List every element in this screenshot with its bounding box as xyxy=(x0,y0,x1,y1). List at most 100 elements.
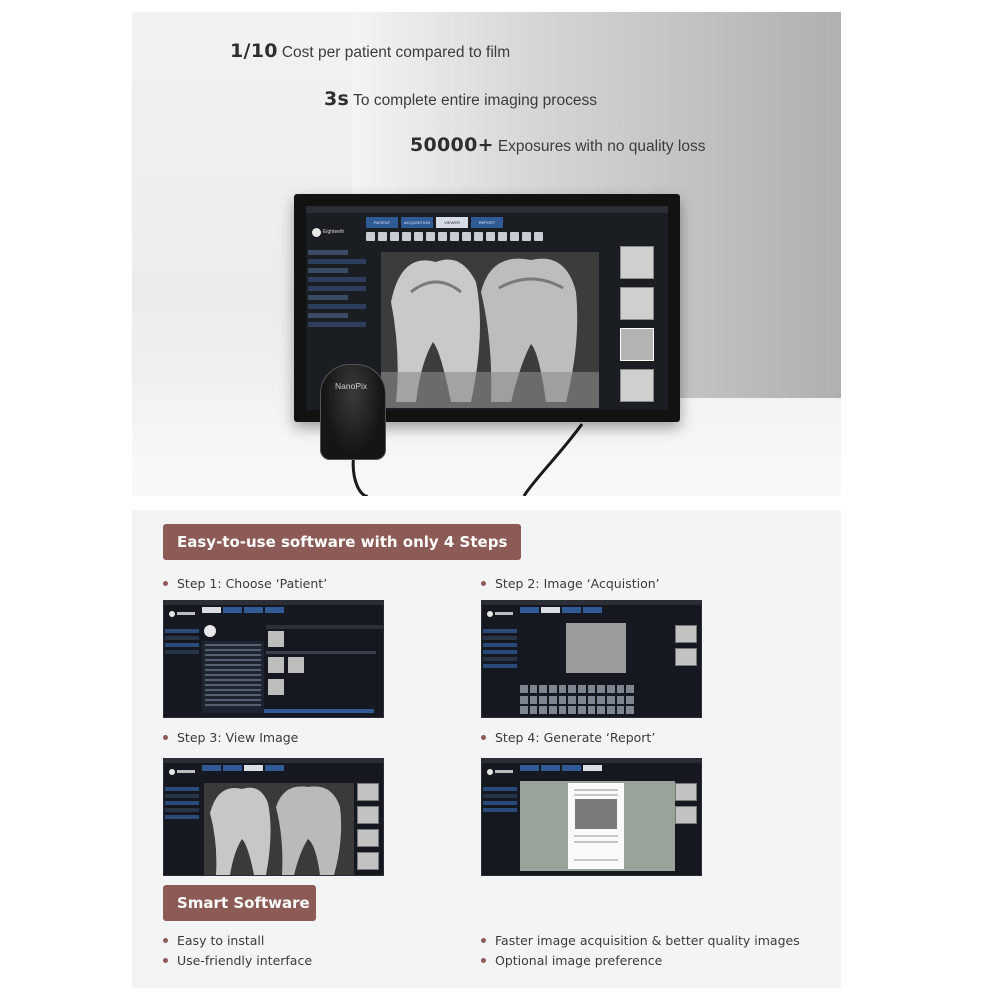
thumbnail[interactable] xyxy=(675,783,697,801)
thumbnail[interactable] xyxy=(620,246,654,279)
tab-viewer[interactable] xyxy=(244,607,263,613)
side-row[interactable] xyxy=(165,794,199,798)
image-thumbnail[interactable] xyxy=(268,631,284,647)
side-row[interactable] xyxy=(308,259,366,264)
side-row[interactable] xyxy=(165,815,199,819)
tab-acquisition[interactable] xyxy=(541,607,560,613)
tooth-button[interactable] xyxy=(558,706,567,715)
tool-icon[interactable] xyxy=(450,232,459,241)
side-row[interactable] xyxy=(483,629,517,633)
side-row[interactable] xyxy=(165,643,199,647)
tooth-button[interactable] xyxy=(577,706,586,715)
side-row[interactable] xyxy=(483,657,517,661)
table-row[interactable] xyxy=(205,689,261,691)
tool-icon[interactable] xyxy=(498,232,507,241)
tooth-button[interactable] xyxy=(558,695,567,704)
side-row[interactable] xyxy=(165,650,199,654)
thumbnail[interactable] xyxy=(675,648,697,666)
table-row[interactable] xyxy=(205,699,261,701)
thumbnail[interactable] xyxy=(357,829,379,847)
side-row[interactable] xyxy=(483,787,517,791)
side-row[interactable] xyxy=(483,643,517,647)
tooth-button[interactable] xyxy=(616,695,625,704)
tab-patient[interactable] xyxy=(202,607,221,613)
tab-acquisition[interactable] xyxy=(541,765,560,771)
tooth-button[interactable] xyxy=(520,695,528,704)
thumbnail[interactable] xyxy=(357,806,379,824)
tab-acquisition[interactable]: ACQUISITION xyxy=(401,217,433,228)
tool-icon[interactable] xyxy=(438,232,447,241)
tab-report[interactable] xyxy=(265,607,284,613)
tooth-button[interactable] xyxy=(568,706,576,715)
side-row[interactable] xyxy=(308,277,366,282)
tooth-button[interactable] xyxy=(606,706,615,715)
thumbnail[interactable] xyxy=(357,852,379,870)
tooth-button[interactable] xyxy=(520,706,528,715)
tool-icon[interactable] xyxy=(414,232,423,241)
tooth-button[interactable] xyxy=(626,695,634,704)
table-row[interactable] xyxy=(205,659,261,661)
search-bar[interactable] xyxy=(266,625,383,629)
tooth-button[interactable] xyxy=(548,695,557,704)
thumbnail[interactable] xyxy=(675,625,697,643)
tool-icon[interactable] xyxy=(486,232,495,241)
side-row[interactable] xyxy=(165,629,199,633)
tool-icon[interactable] xyxy=(402,232,411,241)
table-row[interactable] xyxy=(205,669,261,671)
tab-patient[interactable]: PATIENT xyxy=(366,217,398,228)
tooth-button[interactable] xyxy=(587,685,596,693)
tooth-button[interactable] xyxy=(558,685,567,693)
tab-report[interactable] xyxy=(583,765,602,771)
image-thumbnail[interactable] xyxy=(268,679,284,695)
tool-icon[interactable] xyxy=(462,232,471,241)
tooth-button[interactable] xyxy=(529,695,538,704)
xray-image[interactable] xyxy=(204,783,354,875)
scrollbar[interactable] xyxy=(264,709,374,713)
table-row[interactable] xyxy=(205,684,261,686)
table-row[interactable] xyxy=(205,664,261,666)
table-row[interactable] xyxy=(205,694,261,696)
tab-report[interactable]: REPORT xyxy=(471,217,503,228)
side-row[interactable] xyxy=(308,304,366,309)
table-row[interactable] xyxy=(205,644,261,646)
side-row[interactable] xyxy=(483,801,517,805)
tooth-button[interactable] xyxy=(539,685,547,693)
side-row[interactable] xyxy=(483,808,517,812)
side-row[interactable] xyxy=(165,636,199,640)
tooth-button[interactable] xyxy=(529,685,538,693)
tab-patient[interactable] xyxy=(202,765,221,771)
tooth-button[interactable] xyxy=(597,706,605,715)
tooth-button[interactable] xyxy=(626,706,634,715)
tool-icon[interactable] xyxy=(510,232,519,241)
side-row[interactable] xyxy=(165,808,199,812)
side-row[interactable] xyxy=(483,650,517,654)
tooth-button[interactable] xyxy=(616,706,625,715)
tooth-button[interactable] xyxy=(587,706,596,715)
side-row[interactable] xyxy=(308,286,366,291)
tool-icon[interactable] xyxy=(366,232,375,241)
tooth-button[interactable] xyxy=(606,695,615,704)
table-row[interactable] xyxy=(205,679,261,681)
tab-viewer[interactable] xyxy=(244,765,263,771)
table-row[interactable] xyxy=(205,649,261,651)
tooth-button[interactable] xyxy=(568,685,576,693)
thumbnail[interactable] xyxy=(675,806,697,824)
xray-image[interactable] xyxy=(381,252,599,408)
side-row[interactable] xyxy=(165,787,199,791)
tool-icon[interactable] xyxy=(474,232,483,241)
tooth-button[interactable] xyxy=(606,685,615,693)
tab-viewer[interactable] xyxy=(562,607,581,613)
tab-report[interactable] xyxy=(583,607,602,613)
tab-acquisition[interactable] xyxy=(223,607,242,613)
tooth-button[interactable] xyxy=(539,695,547,704)
image-thumbnail[interactable] xyxy=(268,657,284,673)
tool-icon[interactable] xyxy=(378,232,387,241)
tooth-button[interactable] xyxy=(597,695,605,704)
tooth-button[interactable] xyxy=(520,685,528,693)
thumbnail[interactable] xyxy=(357,783,379,801)
tool-icon[interactable] xyxy=(390,232,399,241)
tooth-button[interactable] xyxy=(616,685,625,693)
tooth-button[interactable] xyxy=(568,695,576,704)
side-row[interactable] xyxy=(483,664,517,668)
tab-acquisition[interactable] xyxy=(223,765,242,771)
